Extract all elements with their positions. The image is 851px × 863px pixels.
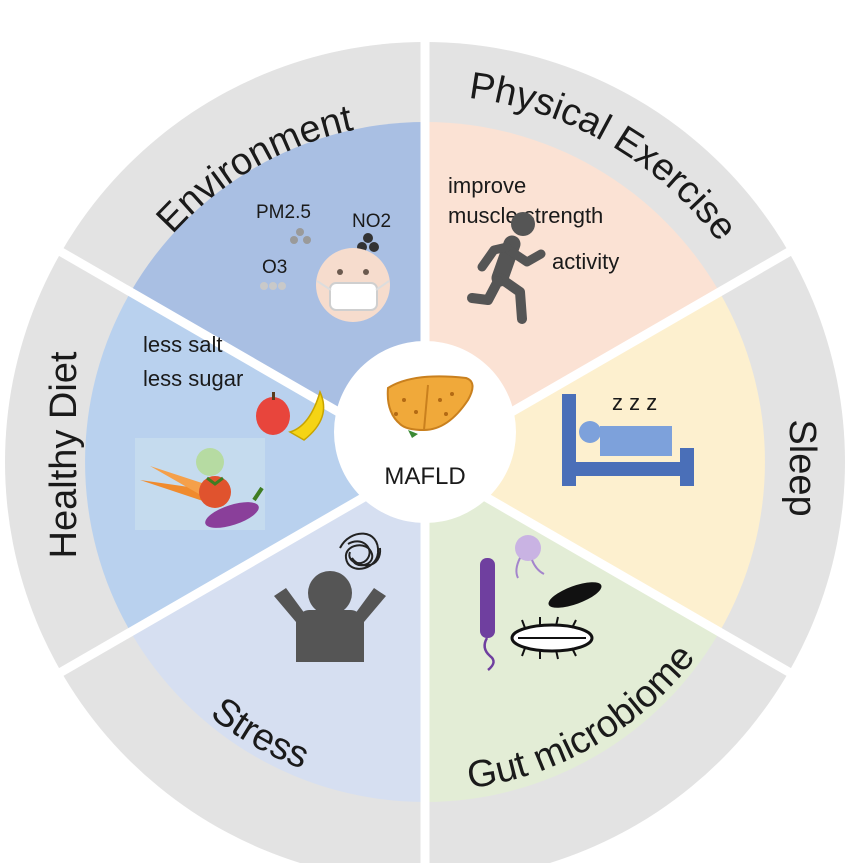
o3-label: O3 [262,257,287,278]
pm25-label: PM2.5 [256,202,311,223]
running-person-icon [467,212,546,324]
scribble-icon [339,532,382,570]
diet-content: less salt less sugar [135,332,325,530]
sleep-label: Sleep [781,419,823,516]
center-label: MAFLD [384,463,465,490]
exercise-content: improve muscle strength activity [448,173,619,324]
particle-dots-icon [260,228,311,290]
banana-icon [288,389,325,441]
fruit-vegetable-icon [135,438,265,530]
no2-label: NO2 [352,211,391,232]
sector-environment [130,122,425,462]
less-sugar-label: less sugar [143,366,243,391]
bacteria-icon [480,535,602,671]
sleep-content: z z z [562,390,694,486]
apple-icon [256,392,290,435]
gut-content [480,535,602,671]
liver-icon [386,375,474,438]
face-mask-icon [316,248,390,322]
zzz-label: z z z [612,390,657,415]
stressed-person-icon [274,571,386,662]
environment-content: PM2.5 NO2 O3 [256,202,391,322]
improve-label: improve [448,173,526,198]
healthy-diet-label: Healthy Diet [43,351,85,558]
less-salt-label: less salt [143,332,222,357]
bed-sleep-icon [562,394,694,486]
stress-content [274,532,386,662]
center-hub: MAFLD [334,341,516,523]
sector-physical-exercise [425,122,720,462]
activity-label: activity [552,249,619,274]
